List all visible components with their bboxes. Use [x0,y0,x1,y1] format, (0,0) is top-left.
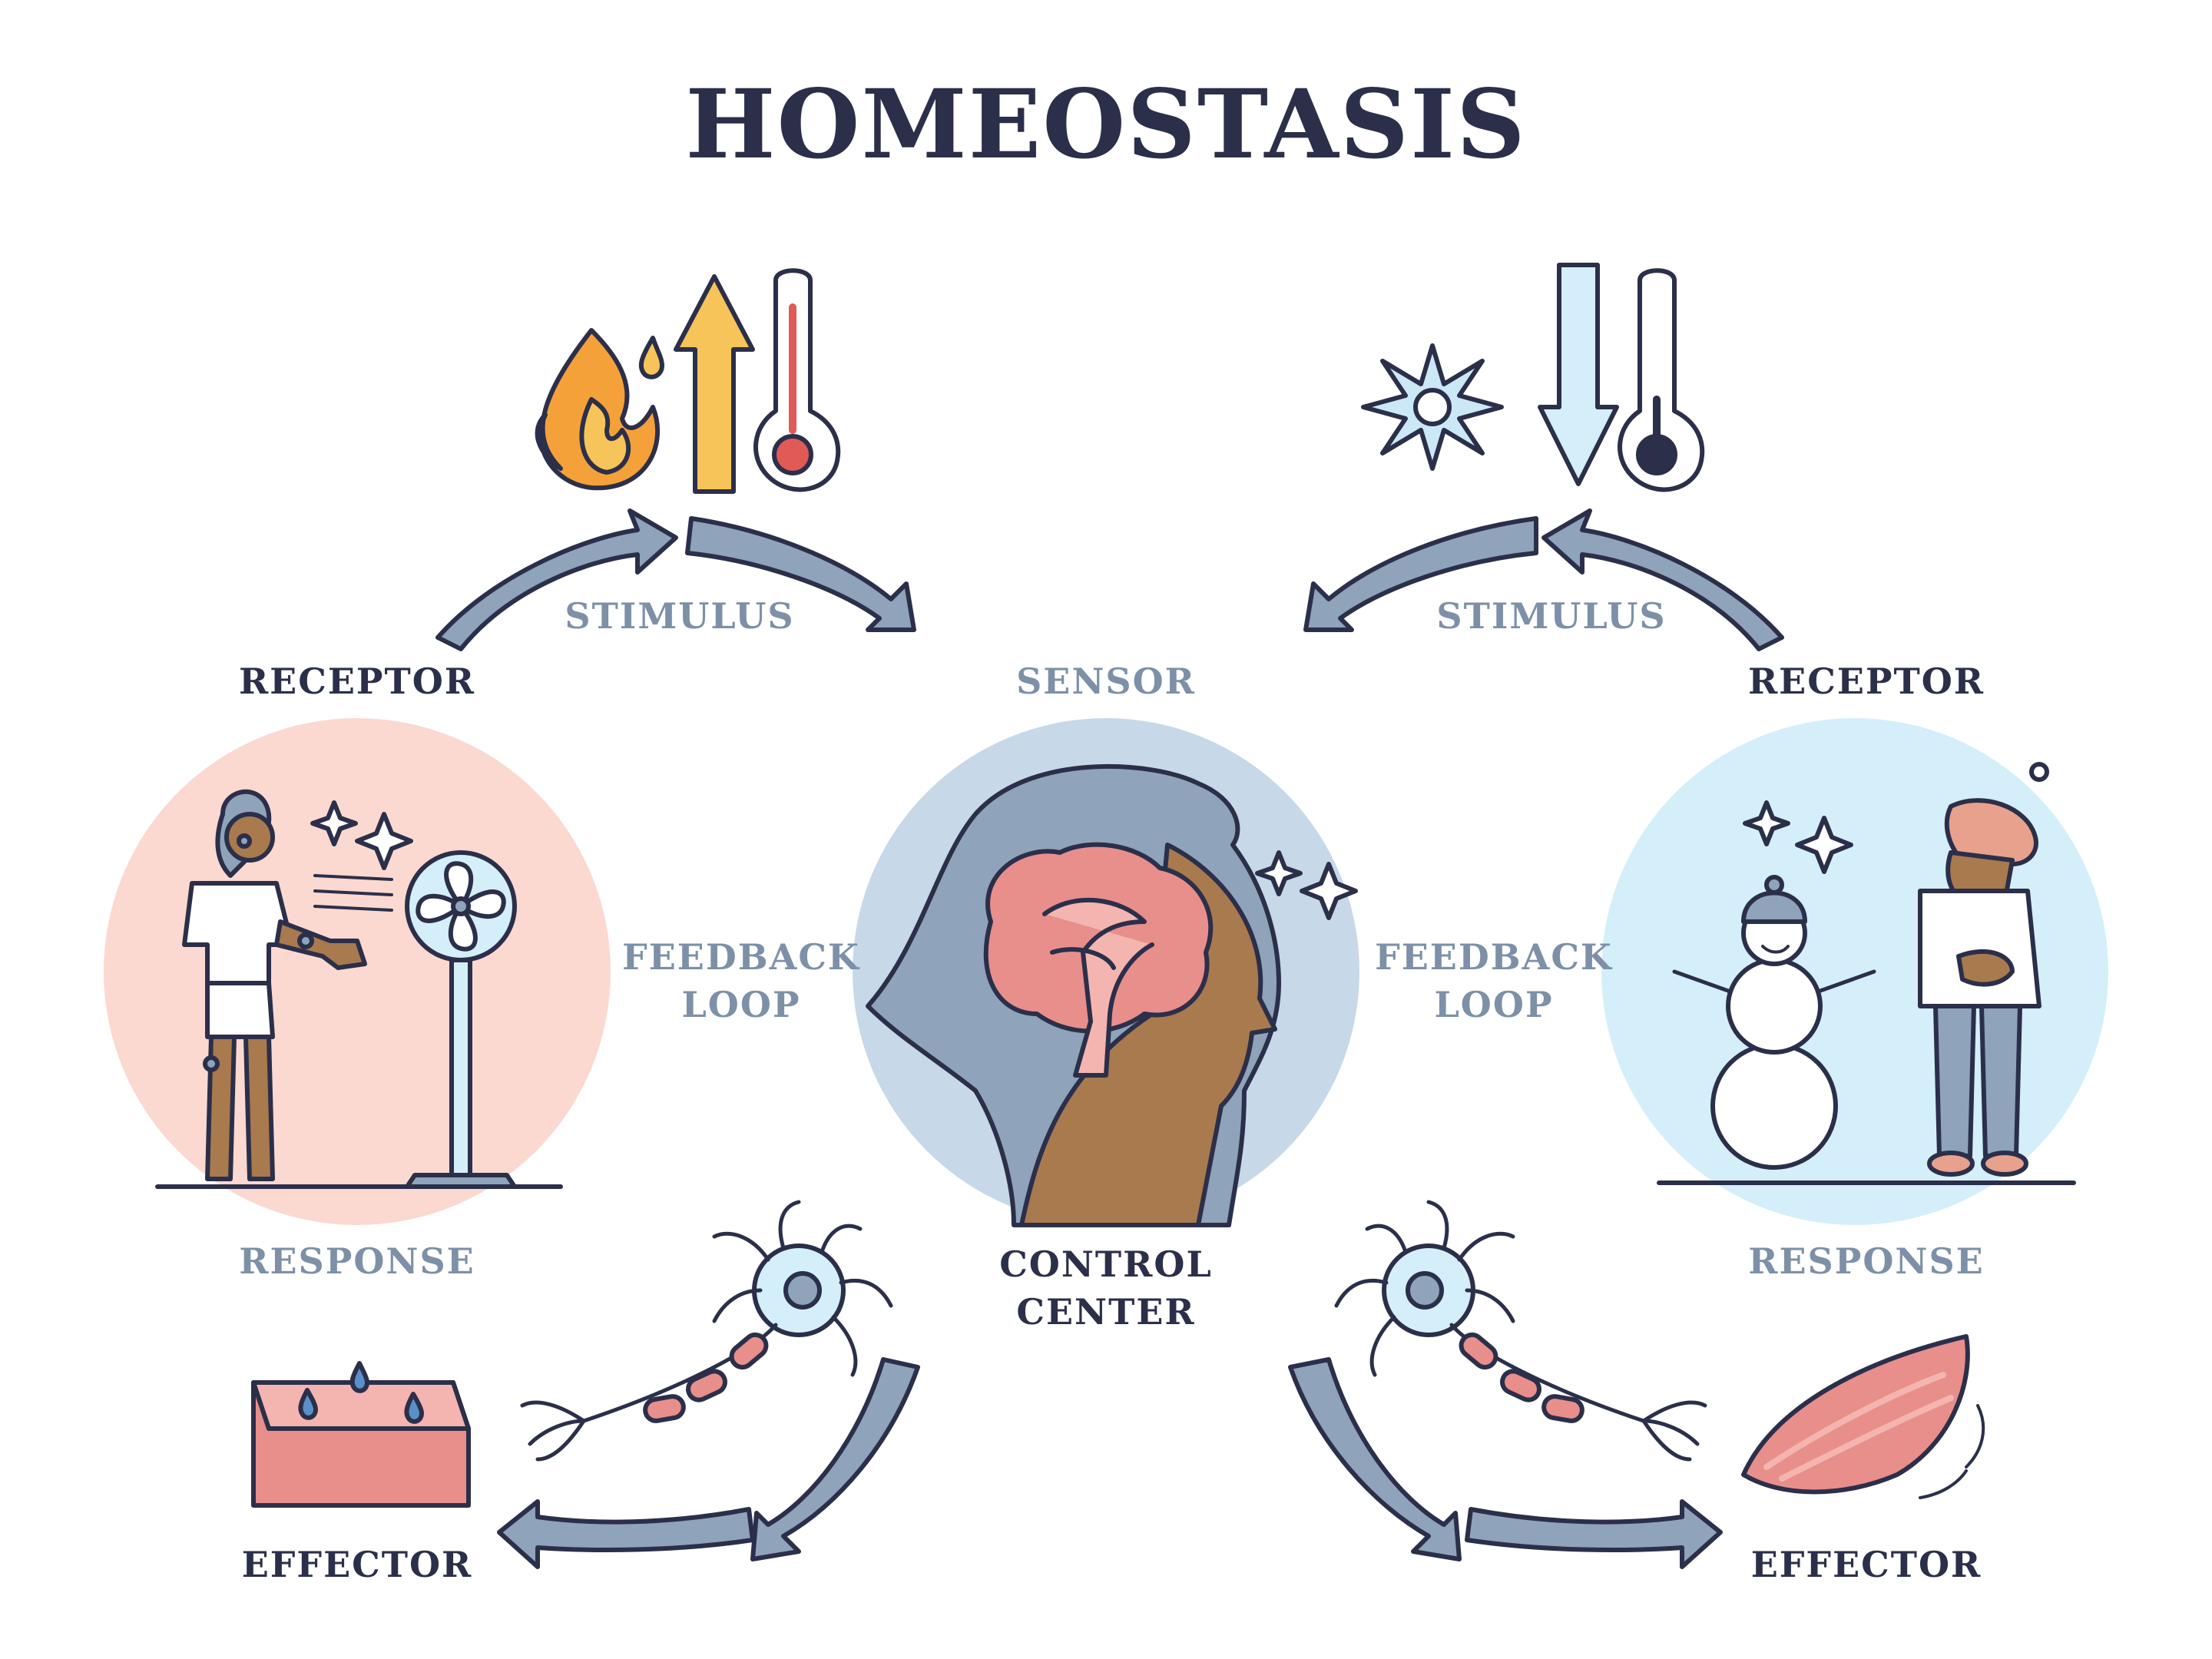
sparkle-icon [1255,850,1358,920]
snowflake-icon [1361,343,1504,471]
control-center-label: CONTROL CENTER [964,1240,1248,1336]
diagram-title: HOMEOSTASIS [685,69,1527,180]
wind-lines [313,874,393,912]
flame-icon [535,328,661,491]
brain-icon [983,842,1214,1078]
neuron-icon [520,1200,893,1462]
heat-response-circle [104,718,611,1225]
feedback-right-line1: FEEDBACK [1375,936,1613,978]
stimulus-right-label: STIMULUS [1436,595,1667,637]
receptor-left-label: RECEPTOR [238,661,476,702]
sparkle-icon [310,800,413,870]
control-center-line1: CONTROL [999,1243,1213,1285]
up-arrow-icon [674,274,755,494]
neuron-icon [1334,1200,1707,1462]
response-right-label: RESPONSE [1748,1240,1985,1282]
feedback-loop-left-label: FEEDBACK LOOP [599,933,883,1028]
feedback-right-line2: LOOP [1434,984,1554,1025]
skin-sweat-icon [251,1361,471,1508]
feedback-loop-right-label: FEEDBACK LOOP [1352,933,1636,1028]
down-arrow-icon [1538,263,1619,486]
curved-arrows [435,508,1784,1569]
sensor-label: SENSOR [1016,661,1196,702]
cold-person [1918,762,2049,1177]
fan-icon [405,850,517,1189]
effector-right-label: EFFECTOR [1750,1544,1982,1585]
feedback-left-line1: FEEDBACK [622,936,860,978]
drop-icon [638,336,664,379]
stimulus-left-label: STIMULUS [565,595,795,637]
muscle-icon [1741,1334,1985,1499]
control-center-line2: CENTER [1016,1291,1196,1333]
cold-thermometer-icon [1618,268,1705,492]
feedback-left-line2: LOOP [681,984,801,1025]
hot-thermometer-icon [753,268,841,492]
sparkle-icon [1743,800,1853,874]
response-left-label: RESPONSE [239,1240,475,1282]
effector-left-label: EFFECTOR [241,1544,473,1585]
receptor-right-label: RECEPTOR [1747,661,1985,702]
sweating-person [182,789,367,1181]
snowman-icon [1672,875,1876,1170]
